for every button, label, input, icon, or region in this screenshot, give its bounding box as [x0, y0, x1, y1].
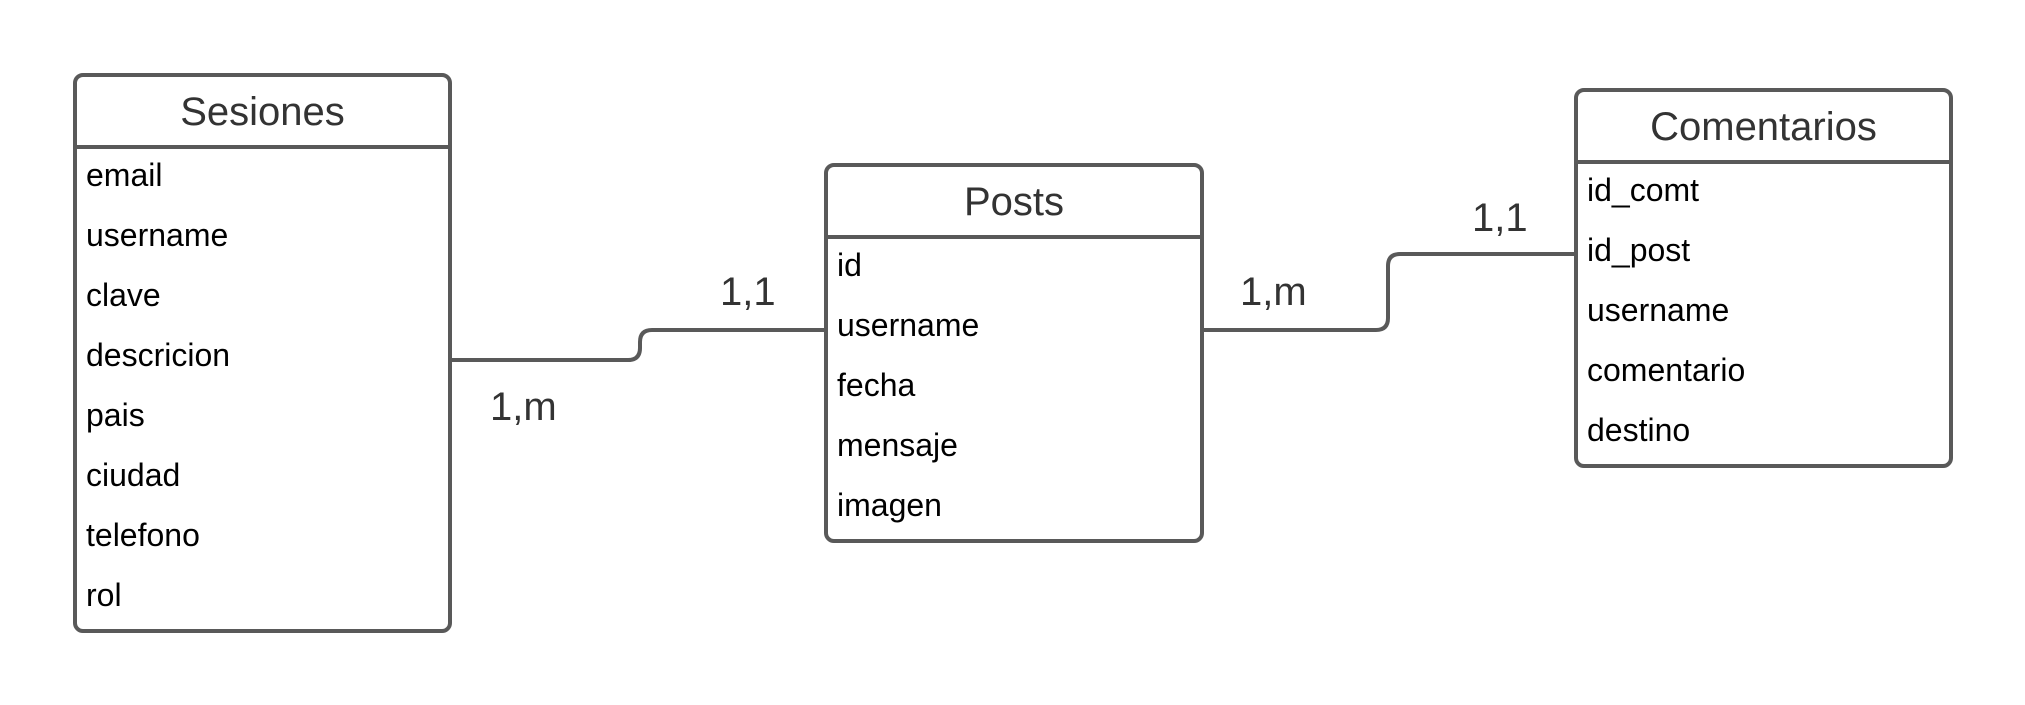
attribute-list: id_comt id_post username comentario dest…: [1578, 164, 1949, 464]
link-sesiones-posts: [450, 328, 826, 362]
attribute: imagen: [837, 487, 942, 523]
attribute-list: id username fecha mensaje imagen: [828, 239, 1200, 539]
attribute: rol: [86, 577, 122, 613]
attribute: id_post: [1587, 232, 1691, 268]
attribute: username: [837, 307, 980, 343]
attribute: descricion: [86, 337, 231, 373]
entity-comentarios: Comentarios id_comt id_post username com…: [1574, 88, 1953, 468]
cardinality-posts-out: 1,m: [1240, 270, 1307, 314]
attribute: username: [86, 217, 229, 253]
attribute-list: email username clave descricion pais ciu…: [77, 149, 448, 629]
attribute: comentario: [1587, 352, 1746, 388]
entity-title: Comentarios: [1578, 92, 1949, 164]
cardinality-comentarios-side: 1,1: [1472, 196, 1528, 240]
attribute: id_comt: [1587, 172, 1700, 208]
attribute: id: [837, 247, 862, 283]
attribute: destino: [1587, 412, 1691, 448]
attribute: username: [1587, 292, 1730, 328]
cardinality-posts-side: 1,1: [720, 270, 776, 314]
link-posts-comentarios: [1202, 252, 1576, 332]
entity-title: Posts: [828, 167, 1200, 239]
entity-sesiones: Sesiones email username clave descricion…: [73, 73, 452, 633]
attribute: pais: [86, 397, 145, 433]
attribute: fecha: [837, 367, 916, 403]
attribute: ciudad: [86, 457, 181, 493]
attribute: email: [86, 157, 163, 193]
entity-posts: Posts id username fecha mensaje imagen: [824, 163, 1204, 543]
attribute: telefono: [86, 517, 200, 553]
cardinality-sesiones-side: 1,m: [490, 385, 557, 429]
attribute: clave: [86, 277, 161, 313]
attribute: mensaje: [837, 427, 958, 463]
entity-title: Sesiones: [77, 77, 448, 149]
